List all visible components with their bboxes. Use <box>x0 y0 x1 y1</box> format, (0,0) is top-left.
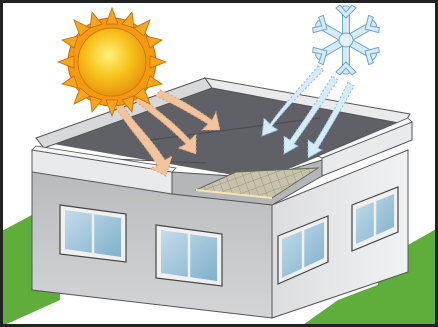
building-side-wall <box>271 149 409 319</box>
window-side-1 <box>277 215 329 285</box>
window-front-1 <box>59 204 127 263</box>
sun-icon <box>56 6 168 118</box>
snowflake-icon <box>312 4 380 76</box>
insulation-edge <box>195 189 273 199</box>
window-side-2 <box>351 186 399 252</box>
window-front-2 <box>155 224 223 287</box>
cold-arrows <box>261 65 355 159</box>
parapet-front-right-top <box>317 117 413 159</box>
heat-arrows <box>113 89 221 177</box>
grass-bottom-right <box>300 262 438 327</box>
